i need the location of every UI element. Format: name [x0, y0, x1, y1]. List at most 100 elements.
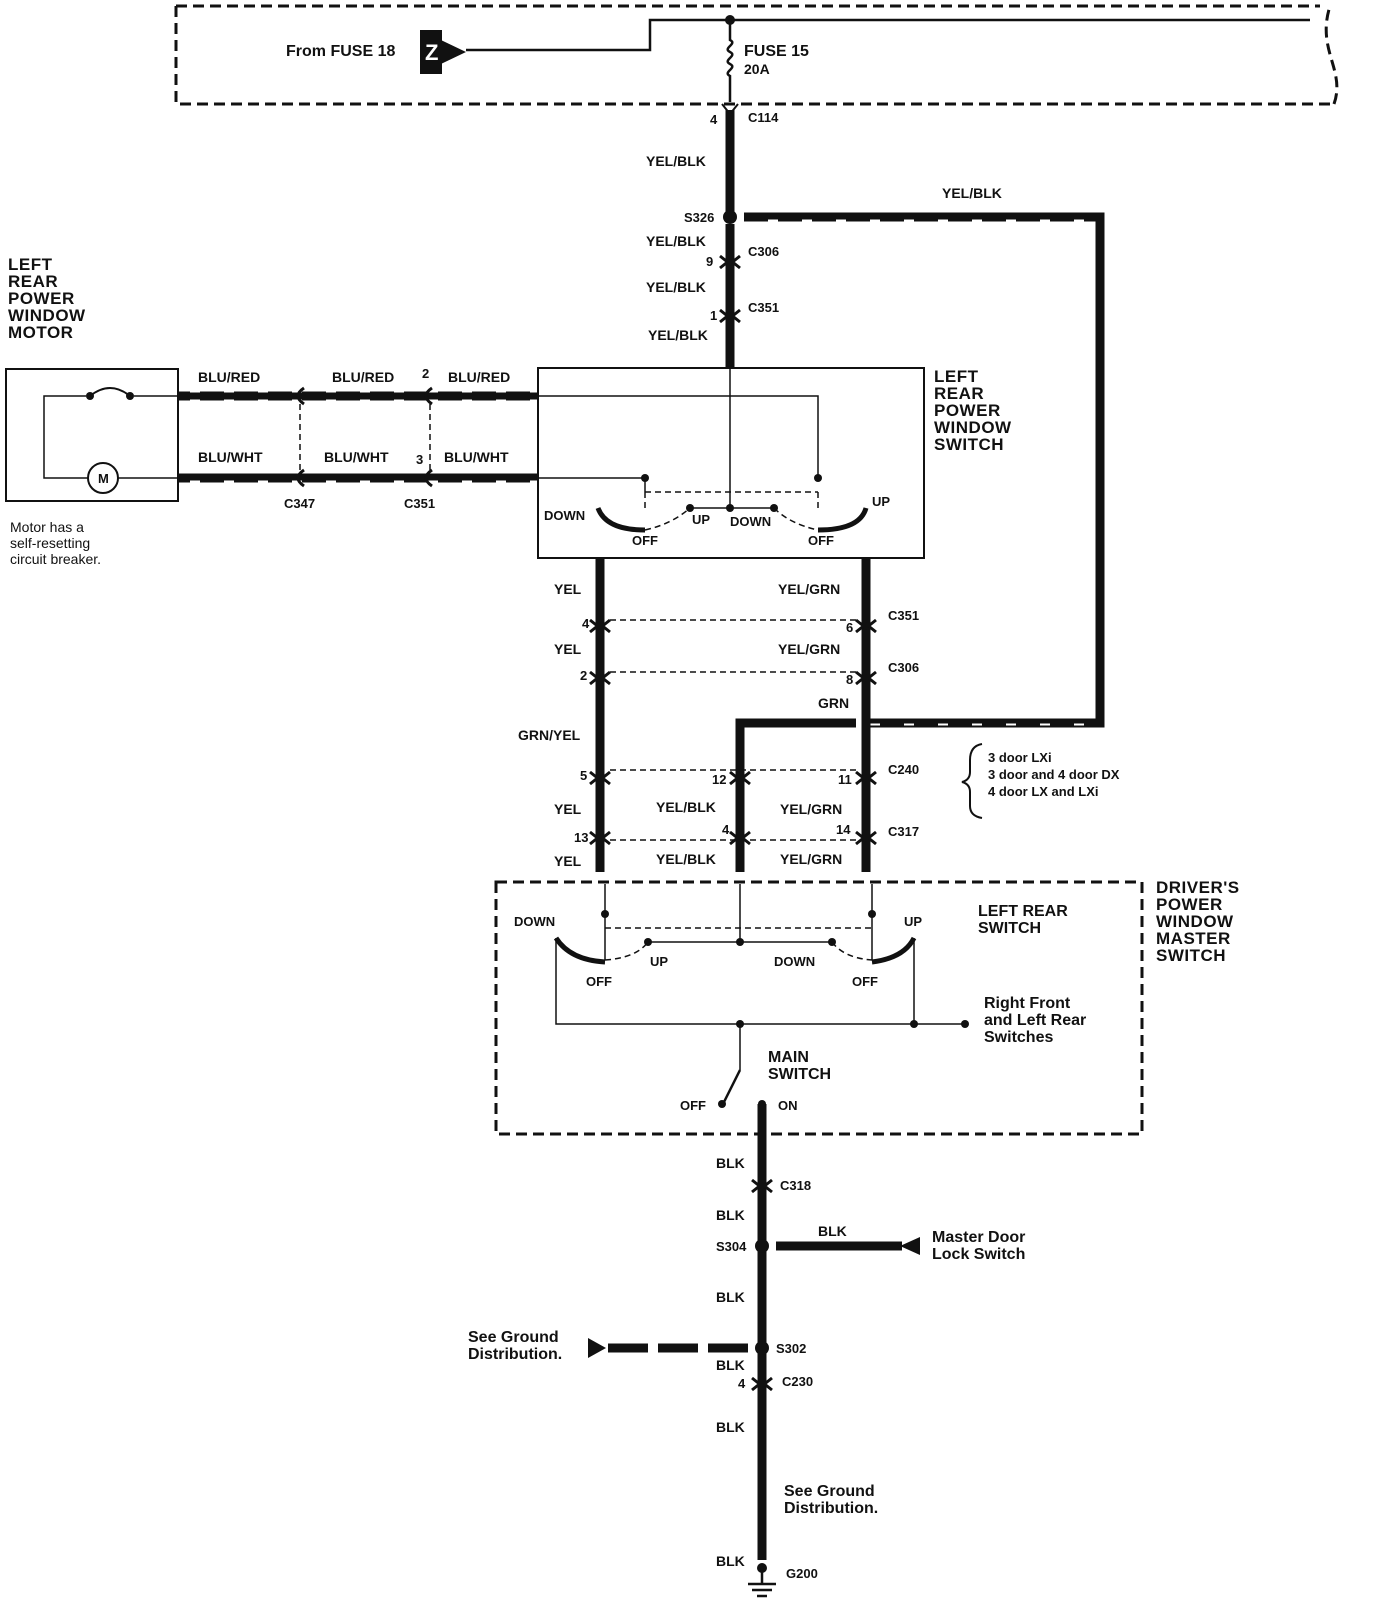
wire-label-blu-wht-3: BLU/WHT — [444, 449, 509, 465]
lr-switch-off-right: OFF — [808, 533, 834, 548]
c351-mid-label: C351 — [888, 608, 919, 623]
ground-icon — [748, 1568, 776, 1598]
lr-switch-title-1: LEFT — [934, 367, 979, 386]
fuse-box: From FUSE 18 Z FUSE 15 20A — [174, 4, 1339, 106]
fuse-15-label: FUSE 15 — [744, 43, 809, 60]
lr-switch-box — [537, 367, 925, 559]
variant-3: 4 door LX and LXi — [988, 784, 1099, 799]
c317-pin-14: 14 — [836, 822, 851, 837]
c318-connector-icon — [751, 1178, 773, 1194]
c351-mid-pin-4: 4 — [582, 616, 590, 631]
motor-note-3: circuit breaker. — [10, 551, 101, 567]
ground-path: BLK C318 BLK S304 BLK Master Door Lock S… — [468, 1104, 1025, 1598]
c240-pin-12: 12 — [712, 772, 726, 787]
master-door-lock-label-1: Master Door — [932, 1229, 1025, 1246]
c351-mid-right-connector-icon — [855, 618, 877, 634]
see-ground-2-label-2: Distribution. — [784, 1500, 878, 1517]
s302-splice — [755, 1341, 769, 1355]
right-front-note-1: Right Front — [984, 995, 1071, 1012]
c114-connector-icon — [721, 103, 739, 116]
motor-title-1: LEFT — [8, 255, 53, 274]
wire-label-grn-yel: GRN/YEL — [518, 727, 581, 743]
wire-label-yel-blk-4: YEL/BLK — [648, 327, 708, 343]
master-door-lock-arrow-icon — [900, 1237, 920, 1255]
s304-splice — [755, 1239, 769, 1253]
wire-label-blu-red-3: BLU/RED — [448, 369, 510, 385]
motor-note-1: Motor has a — [10, 519, 84, 535]
wire-label-yel-grn-2: YEL/GRN — [778, 641, 840, 657]
master-down-label: DOWN — [514, 914, 555, 929]
c114-pin: 4 — [710, 112, 718, 127]
wire-label-yel-blk-6: YEL/BLK — [656, 851, 716, 867]
c351-top-pin: 1 — [710, 308, 717, 323]
c240-left-connector-icon — [589, 770, 611, 786]
from-fuse-label: From FUSE 18 — [286, 43, 395, 60]
c317-right-connector-icon — [855, 830, 877, 846]
wire-label-yel-blk-2: YEL/BLK — [646, 233, 706, 249]
master-off-left: OFF — [586, 974, 612, 989]
c317-pin-13: 13 — [574, 830, 588, 845]
c306-mid-label: C306 — [888, 660, 919, 675]
see-ground-arrow-icon — [588, 1338, 606, 1358]
main-switch-lever-icon — [722, 1069, 742, 1103]
c230-pin: 4 — [738, 1376, 746, 1391]
lr-switch-up-mid: UP — [692, 512, 710, 527]
c114-label: C114 — [748, 110, 779, 125]
c306-mid-pin-8: 8 — [846, 672, 853, 687]
master-title-5: SWITCH — [1156, 946, 1226, 965]
wire-label-yel-1: YEL — [554, 581, 582, 597]
drivers-master-switch: DRIVER'S POWER WINDOW MASTER SWITCH LEFT… — [494, 878, 1240, 1136]
wire-label-blu-red-2: BLU/RED — [332, 369, 394, 385]
motor-note-2: self-resetting — [10, 535, 90, 551]
master-switch-box — [494, 880, 1144, 1136]
lr-switch-up-arm-icon — [817, 507, 869, 533]
wire-label-yel-4: YEL — [554, 853, 582, 869]
wire-label-yel-2: YEL — [554, 641, 582, 657]
main-switch-off: OFF — [680, 1098, 706, 1113]
motor-title-5: MOTOR — [8, 323, 73, 342]
see-ground-2-label-1: See Ground — [784, 1483, 875, 1500]
z-connector-icon: Z — [420, 30, 466, 74]
lr-switch-title-4: WINDOW — [934, 418, 1012, 437]
motor-wires: BLU/RED BLU/RED BLU/RED BLU/WHT BLU/WHT … — [178, 366, 538, 511]
master-title-3: WINDOW — [1156, 912, 1234, 931]
lr-switch-up-label: UP — [872, 494, 890, 509]
c351-left-label: C351 — [404, 496, 435, 511]
left-rear-power-window-switch: LEFT REAR POWER WINDOW SWITCH DOWN OFF U… — [537, 367, 1012, 559]
motor-icon — [87, 462, 119, 494]
s326-label: S326 — [684, 210, 714, 225]
variant-brace-icon — [961, 743, 983, 819]
circuit-breaker-icon — [89, 387, 131, 397]
see-ground-1-label-1: See Ground — [468, 1329, 559, 1346]
main-switch-label-2: SWITCH — [768, 1066, 831, 1083]
motor-title-2: REAR — [8, 272, 58, 291]
c351-top-connector-icon — [719, 308, 741, 324]
top-feed: 4 C114 YEL/BLK S326 YEL/BLK YEL/BLK 9 C3… — [646, 103, 1105, 728]
wire-label-yel-blk-3: YEL/BLK — [646, 279, 706, 295]
lr-switch-off-left: OFF — [632, 533, 658, 548]
c230-connector-icon — [751, 1376, 773, 1392]
c347-label: C347 — [284, 496, 315, 511]
wire-label-grn: GRN — [818, 695, 849, 711]
master-off-right: OFF — [852, 974, 878, 989]
wire-label-blu-red-1: BLU/RED — [198, 369, 260, 385]
lr-switch-down-arm-icon — [595, 506, 646, 533]
s304-label: S304 — [716, 1239, 747, 1254]
c351-mid-left-connector-icon — [589, 618, 611, 634]
motor-title-3: POWER — [8, 289, 75, 308]
c351-mid-pin-6: 6 — [846, 620, 853, 635]
wire-label-yel-blk-5: YEL/BLK — [656, 799, 716, 815]
wire-label-yel-blk-bypass: YEL/BLK — [942, 185, 1002, 201]
lr-switch-title-5: SWITCH — [934, 435, 1004, 454]
master-title-1: DRIVER'S — [1156, 878, 1240, 897]
c240-mid-connector-icon — [729, 770, 751, 786]
left-rear-switch-label-2: SWITCH — [978, 920, 1041, 937]
c240-label: C240 — [888, 762, 919, 777]
s302-label: S302 — [776, 1341, 806, 1356]
wire-label-blk-3: BLK — [818, 1223, 847, 1239]
wire-label-blk-4: BLK — [716, 1289, 745, 1305]
c351-left-pin-3: 3 — [416, 452, 423, 467]
c317-left-connector-icon — [589, 830, 611, 846]
master-up-arm-icon — [871, 936, 917, 965]
